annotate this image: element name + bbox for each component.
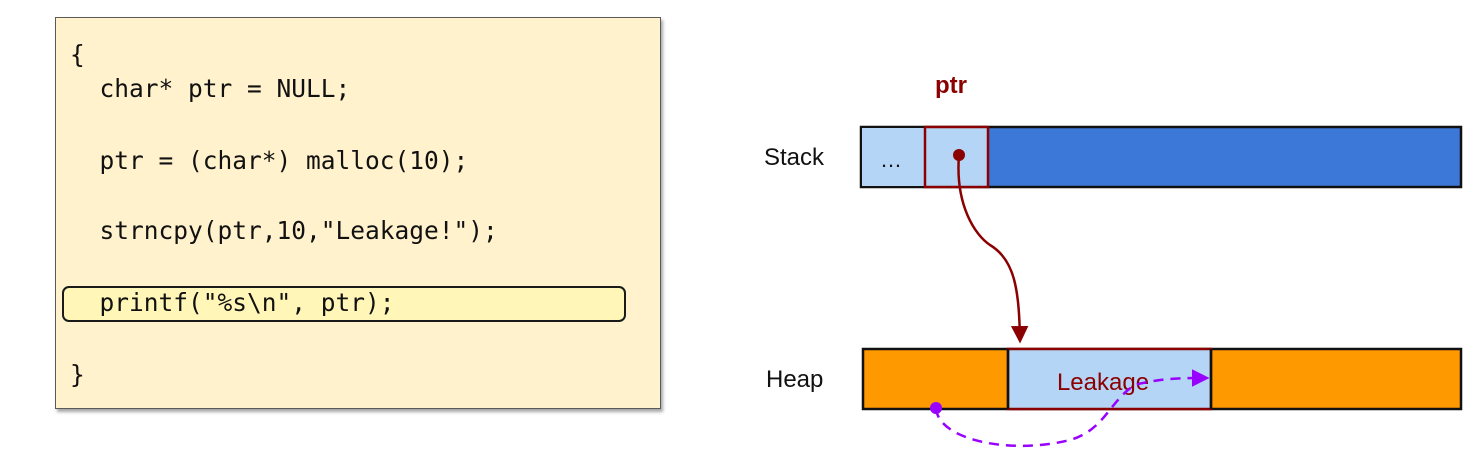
stack-ellipsis-cell [862,128,925,186]
stack-row [859,125,1463,189]
pointer-arrow [957,154,1029,344]
highlighted-line-box [62,286,626,322]
code-panel: { char* ptr = NULL; ptr = (char*) malloc… [55,17,661,409]
heap-buffer-label: Leakage [1057,369,1149,396]
code-line: } [70,360,85,389]
code-line: strncpy(ptr,10,"Leakage!"); [70,216,498,245]
stack-ellipsis: … [880,147,902,172]
ptr-label: ptr [935,72,967,99]
code-line: { [70,40,85,69]
code-line: char* ptr = NULL; [70,74,351,103]
stack-label: Stack [764,144,825,171]
leak-arrow [934,369,1210,448]
heap-label: Heap [766,366,824,393]
code-line: ptr = (char*) malloc(10); [70,146,469,175]
code-line-highlighted: printf("%s\n", ptr); [70,288,395,317]
